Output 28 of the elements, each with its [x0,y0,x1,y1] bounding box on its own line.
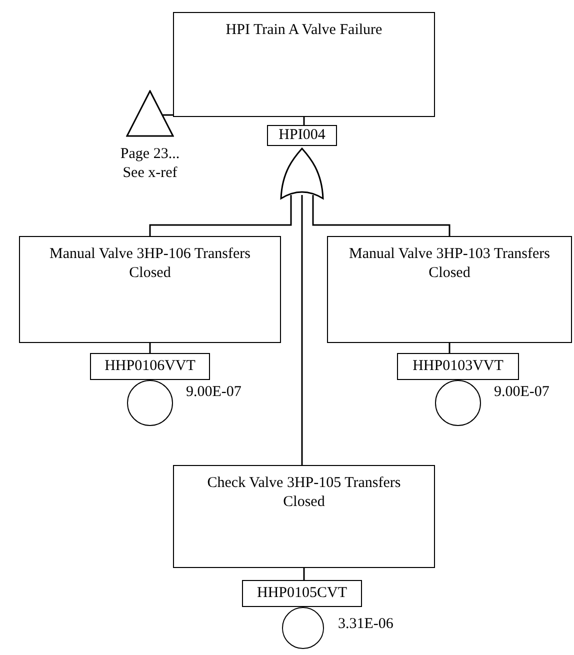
event-box [19,236,281,343]
event-description: HPI Train A Valve Failure [226,21,382,40]
event-id: HHP0106VVT [104,359,196,374]
connector-line [301,195,303,465]
connector-line [303,568,305,580]
event-box [173,12,435,117]
connector-line [162,114,173,116]
event-id-box [90,353,210,380]
event-box [173,465,435,568]
event-description: Manual Valve 3HP-106 Transfers Closed [48,245,252,283]
event-id: HPI004 [278,128,326,143]
connector-line [448,343,450,353]
event-box [327,236,572,343]
event-description: Manual Valve 3HP-103 Transfers Closed [348,245,551,283]
probability-value: 9.00E-07 [494,383,550,402]
event-id-box [267,125,337,146]
event-id-box [397,353,519,380]
event-id: HHP0105CVT [256,586,347,601]
probability-value: 3.31E-06 [338,615,394,634]
event-id-box [242,580,362,607]
event-id: HHP0103VVT [412,359,504,374]
transfer-note: Page 23... See x-ref [119,145,181,183]
event-description: Check Valve 3HP-105 Transfers Closed [206,474,402,512]
connector-line [312,195,450,236]
probability-value: 9.00E-07 [186,383,242,402]
connector-line [303,117,305,125]
connector-line [149,343,151,353]
connector-line [149,195,292,236]
